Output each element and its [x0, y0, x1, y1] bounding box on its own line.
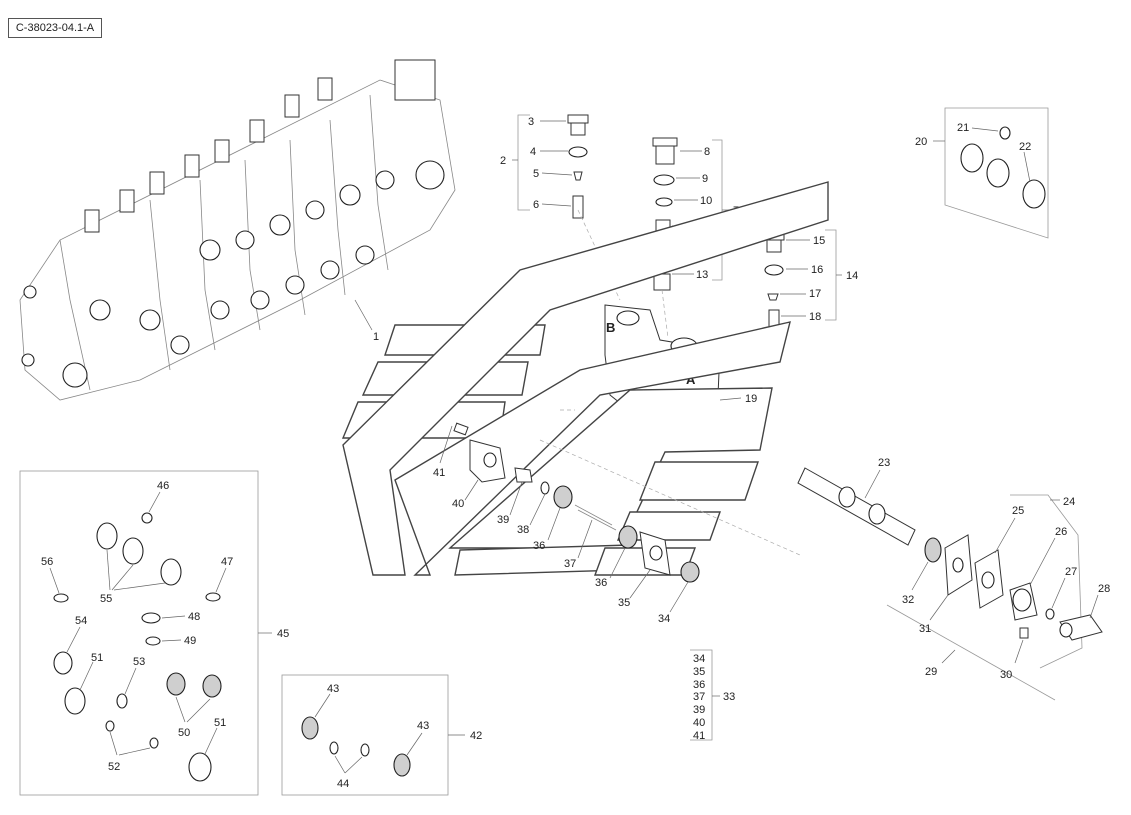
callout-4: 4 [530, 146, 536, 158]
kit-33-item: 39 [693, 704, 705, 716]
callout-30: 30 [1000, 669, 1012, 681]
callout-20: 20 [915, 136, 927, 148]
callout-43-right: 43 [417, 720, 429, 732]
reference-code-label: C-38023-04.1-A [8, 18, 102, 38]
callout-35: 35 [618, 597, 630, 609]
port-a-label: A [686, 372, 696, 387]
callout-55: 55 [100, 593, 112, 605]
callout-48: 48 [188, 611, 200, 623]
spool-23 [797, 467, 916, 546]
callout-21: 21 [957, 122, 969, 134]
callout-51-left: 51 [91, 652, 103, 664]
callout-5: 5 [533, 168, 539, 180]
callout-50: 50 [178, 727, 190, 739]
o-ring-9 [653, 174, 675, 186]
kit-33-item: 41 [693, 730, 705, 742]
kit-33-list: 34 35 36 37 39 40 41 [693, 653, 705, 742]
callout-54: 54 [75, 615, 87, 627]
kit-33-item: 34 [693, 653, 705, 665]
callout-13: 13 [696, 269, 708, 281]
seal-17 [767, 293, 779, 301]
callout-44: 44 [337, 778, 349, 790]
callout-47: 47 [221, 556, 233, 568]
screw-30 [1019, 627, 1029, 639]
plug-3 [540, 114, 589, 136]
control-valve-bank [19, 59, 456, 401]
callout-31: 31 [919, 623, 931, 635]
parts-33-kit [439, 409, 801, 583]
callout-28: 28 [1098, 583, 1110, 595]
o-ring-16 [764, 264, 784, 276]
callout-10: 10 [700, 195, 712, 207]
kit-33-item: 40 [693, 717, 705, 729]
cartridge-8 [652, 137, 678, 147]
callout-34: 34 [658, 613, 670, 625]
callout-8: 8 [704, 146, 710, 158]
callout-41: 41 [433, 467, 445, 479]
callout-29: 29 [925, 666, 937, 678]
callout-33: 33 [723, 691, 735, 703]
callout-6: 6 [533, 199, 539, 211]
callout-24: 24 [1063, 496, 1075, 508]
kit-33-item: 37 [693, 691, 705, 703]
o-ring-10 [655, 197, 673, 207]
kit-33-item: 35 [693, 666, 705, 678]
callout-37: 37 [564, 558, 576, 570]
callout-1: 1 [373, 331, 379, 343]
seal-kit-band-graphics [341, 181, 829, 576]
callout-2: 2 [500, 155, 506, 167]
port-b-label: B [606, 320, 615, 335]
callout-22: 22 [1019, 141, 1031, 153]
callout-45: 45 [277, 628, 289, 640]
callout-38: 38 [517, 524, 529, 536]
spring-6 [572, 195, 584, 219]
ring-27 [1045, 608, 1055, 620]
callout-39: 39 [497, 514, 509, 526]
callout-40: 40 [452, 498, 464, 510]
callout-23: 23 [878, 457, 890, 469]
callout-43-left: 43 [327, 683, 339, 695]
callout-15: 15 [813, 235, 825, 247]
seal-32 [924, 537, 942, 563]
callout-52: 52 [108, 761, 120, 773]
kit-33-item: 36 [693, 679, 705, 691]
callout-16: 16 [811, 264, 823, 276]
callout-19: 19 [745, 393, 757, 405]
callout-42: 42 [470, 730, 482, 742]
o-ring-4 [568, 146, 588, 158]
callout-49: 49 [184, 635, 196, 647]
kit-45-frame [19, 470, 259, 796]
callout-46: 46 [157, 480, 169, 492]
callout-3: 3 [528, 116, 534, 128]
callout-51-right: 51 [214, 717, 226, 729]
callout-32: 32 [902, 594, 914, 606]
callout-26: 26 [1055, 526, 1067, 538]
seal-5 [573, 171, 583, 181]
callout-53: 53 [133, 656, 145, 668]
callout-36-lower: 36 [595, 577, 607, 589]
callout-18: 18 [809, 311, 821, 323]
callout-56: 56 [41, 556, 53, 568]
ring-21 [999, 126, 1011, 140]
callout-36-upper: 36 [533, 540, 545, 552]
callout-25: 25 [1012, 505, 1024, 517]
callout-17: 17 [809, 288, 821, 300]
callout-14: 14 [846, 270, 858, 282]
callout-27: 27 [1065, 566, 1077, 578]
plug-13 [653, 273, 671, 291]
callout-9: 9 [702, 173, 708, 185]
